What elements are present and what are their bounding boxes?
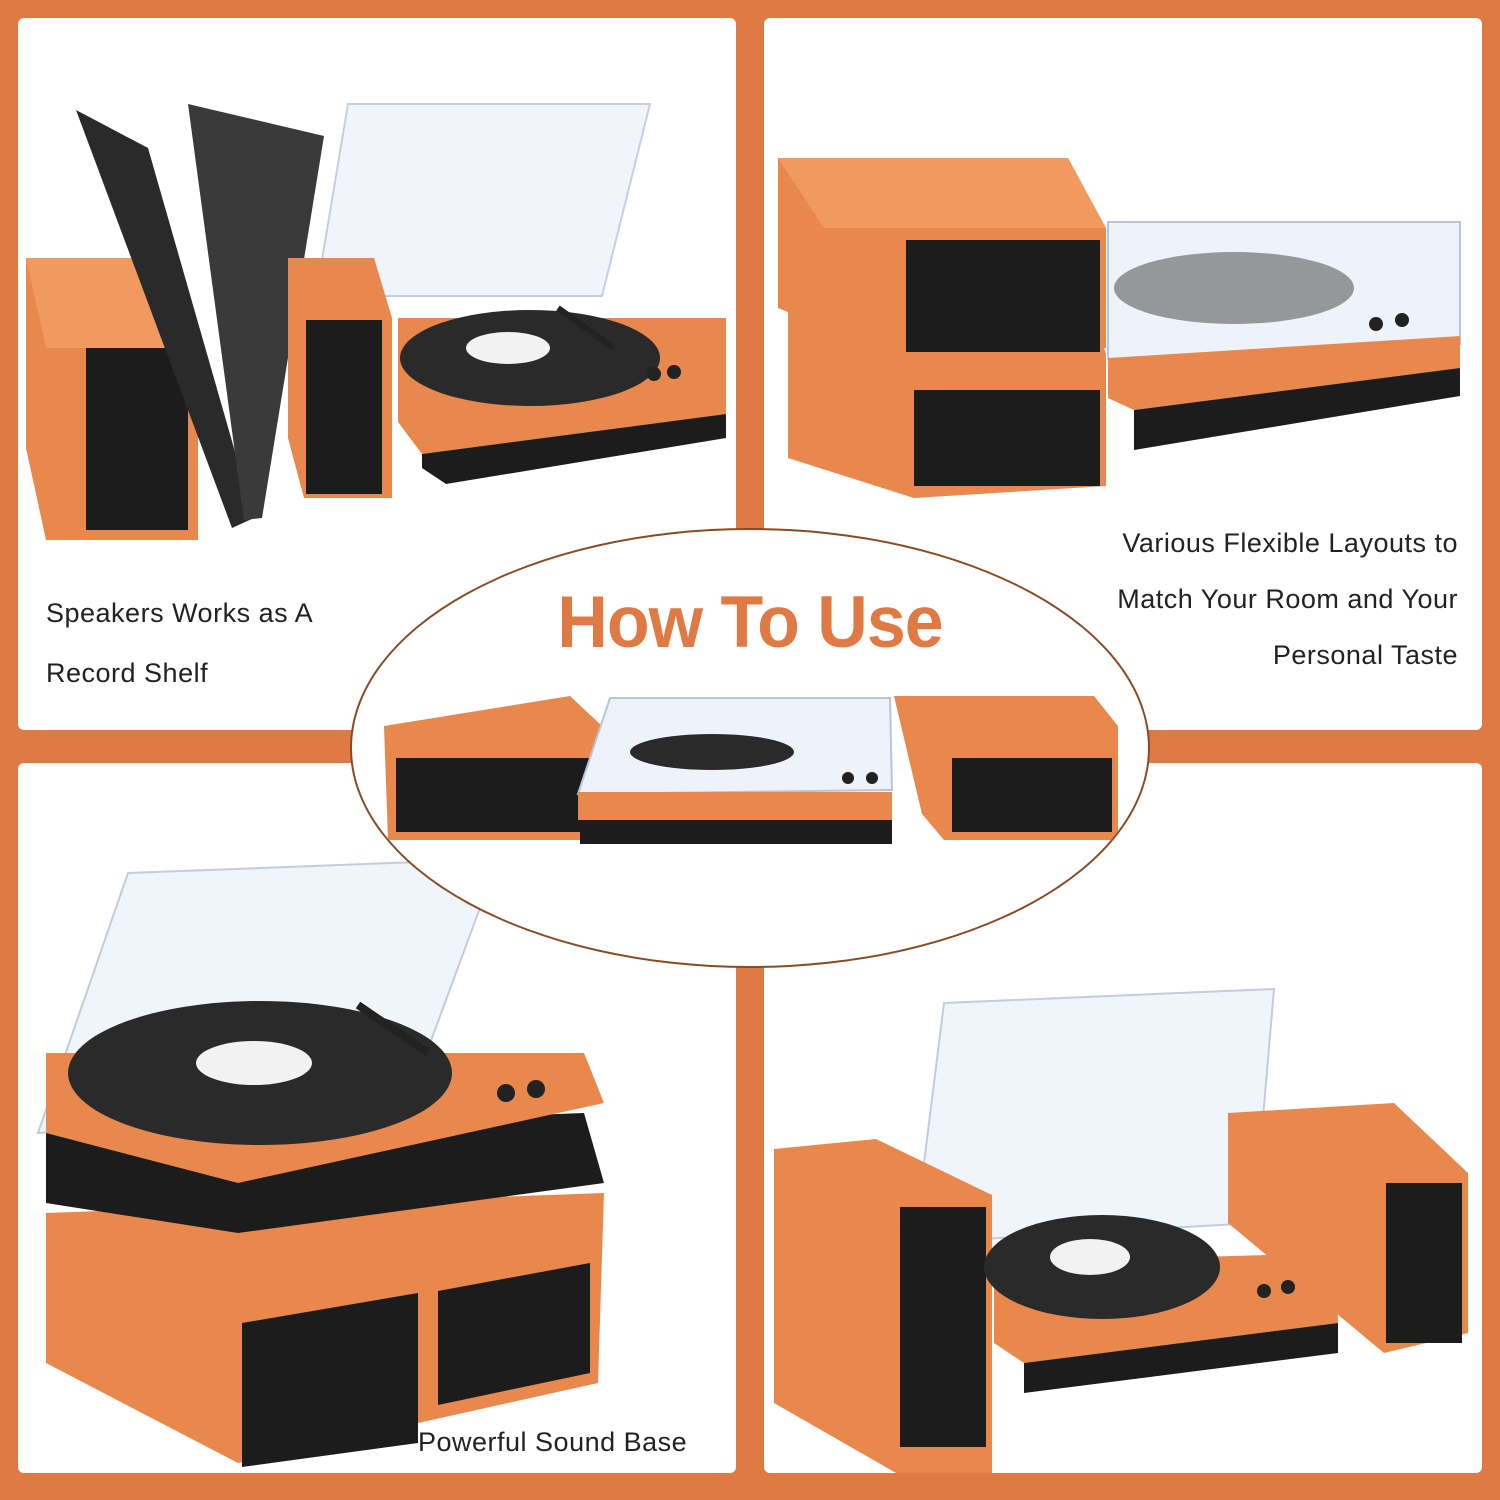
record-sleeve-1 — [76, 110, 254, 528]
right-side-grille — [1386, 1183, 1462, 1343]
caption-speaker-shelf-line1: Speakers Works as A — [46, 598, 314, 628]
oval-right-grille — [952, 758, 1112, 832]
record-sleeve-2 — [188, 104, 324, 520]
top-speaker-grille — [906, 240, 1100, 352]
panel-flexible-layouts: Various Flexible Layouts to Match Your R… — [764, 18, 1482, 730]
side-speakers-illustration — [774, 987, 1468, 1473]
caption-layouts-line3: Personal Taste — [1272, 640, 1458, 670]
stacked-layout-illustration — [778, 158, 1461, 498]
oval-turntable-plinth — [578, 792, 892, 820]
sound-base-illustration — [36, 857, 604, 1467]
side-by-side-illustration — [384, 696, 1118, 844]
record-label-bl — [196, 1041, 312, 1085]
page-title: How To Use — [557, 581, 943, 663]
base-grille-left — [242, 1293, 418, 1467]
caption-layouts-line1: Various Flexible Layouts to — [1122, 528, 1458, 558]
record-shelf-illustration — [26, 103, 726, 540]
vinyl-under-cover — [1114, 252, 1354, 324]
how-to-use-oval: How To Use — [350, 528, 1150, 968]
turntable-plinth-tr — [1108, 336, 1460, 410]
left-side-grille — [900, 1207, 986, 1447]
base-grille-right — [438, 1263, 590, 1405]
caption-sound-base: Powerful Sound Base — [418, 1427, 688, 1457]
caption-layouts-line2: Match Your Room and Your — [1117, 584, 1458, 614]
caption-speaker-shelf-line2: Record Shelf — [46, 658, 209, 688]
record-label — [466, 332, 550, 364]
bottom-speaker-grille — [914, 390, 1100, 486]
right-speaker-grille — [306, 320, 382, 494]
dust-cover-shape — [314, 103, 652, 297]
oval-left-grille — [396, 758, 592, 832]
panel-record-shelf: Speakers Works as A Record Shelf — [18, 18, 736, 730]
left-speaker-grille — [86, 348, 188, 530]
